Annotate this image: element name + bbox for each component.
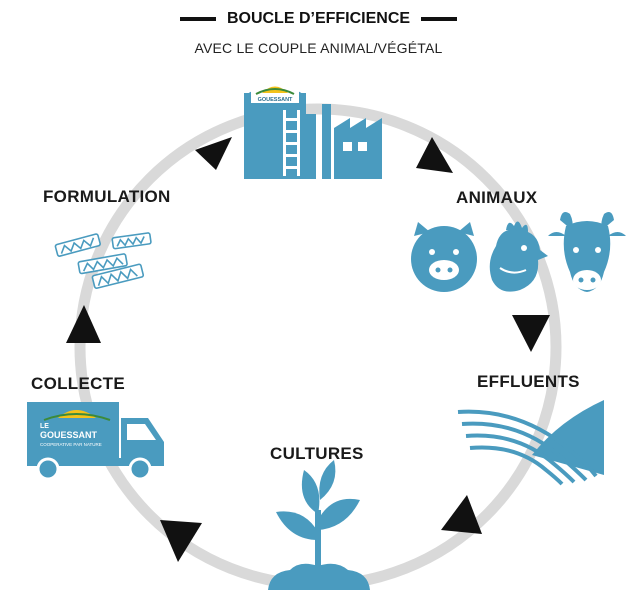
stage-label-effluents: EFFLUENTS: [477, 372, 580, 391]
arrow-factory-to-animaux: [416, 137, 453, 173]
arrow-collecte-to-formulation: [66, 305, 101, 343]
sprout-icon: [268, 460, 370, 590]
truck-brand-prefix: LE: [40, 423, 49, 430]
diagram-subtitle: AVEC LE COUPLE ANIMAL/VÉGÉTAL: [194, 40, 443, 56]
arrow-formulation-to-factory: [195, 137, 232, 170]
effluents-spread-icon: [457, 400, 604, 486]
factory-icon: GOUESSANT: [244, 83, 382, 179]
arrow-cultures-to-collecte: [160, 520, 202, 562]
stage-label-cultures: CULTURES: [270, 444, 364, 463]
truck-brand-logo: GOUESSANT: [40, 430, 98, 440]
stage-label-formulation: FORMULATION: [43, 187, 171, 206]
delivery-truck-icon: LE GOUESSANT COOPERATIVE PAR NATURE: [27, 402, 164, 481]
diagram-title: BOUCLE D’EFFICIENCE: [226, 10, 411, 27]
truck-tagline: COOPERATIVE PAR NATURE: [40, 442, 102, 447]
factory-brand-logo: GOUESSANT: [258, 97, 293, 103]
arrow-animaux-to-effluents: [512, 315, 550, 352]
title-dash-left: [180, 16, 217, 21]
cow-icon: [548, 212, 626, 292]
title-dash-right: [420, 16, 457, 21]
feed-bags-icon: [54, 232, 152, 289]
stage-label-collecte: COLLECTE: [31, 374, 126, 393]
pig-icon: [411, 222, 477, 292]
diagram-title-row: BOUCLE D’EFFICIENCE: [0, 10, 637, 28]
chicken-icon: [489, 221, 548, 292]
arrow-effluents-to-cultures: [441, 495, 482, 534]
stage-label-animaux: ANIMAUX: [456, 188, 538, 207]
